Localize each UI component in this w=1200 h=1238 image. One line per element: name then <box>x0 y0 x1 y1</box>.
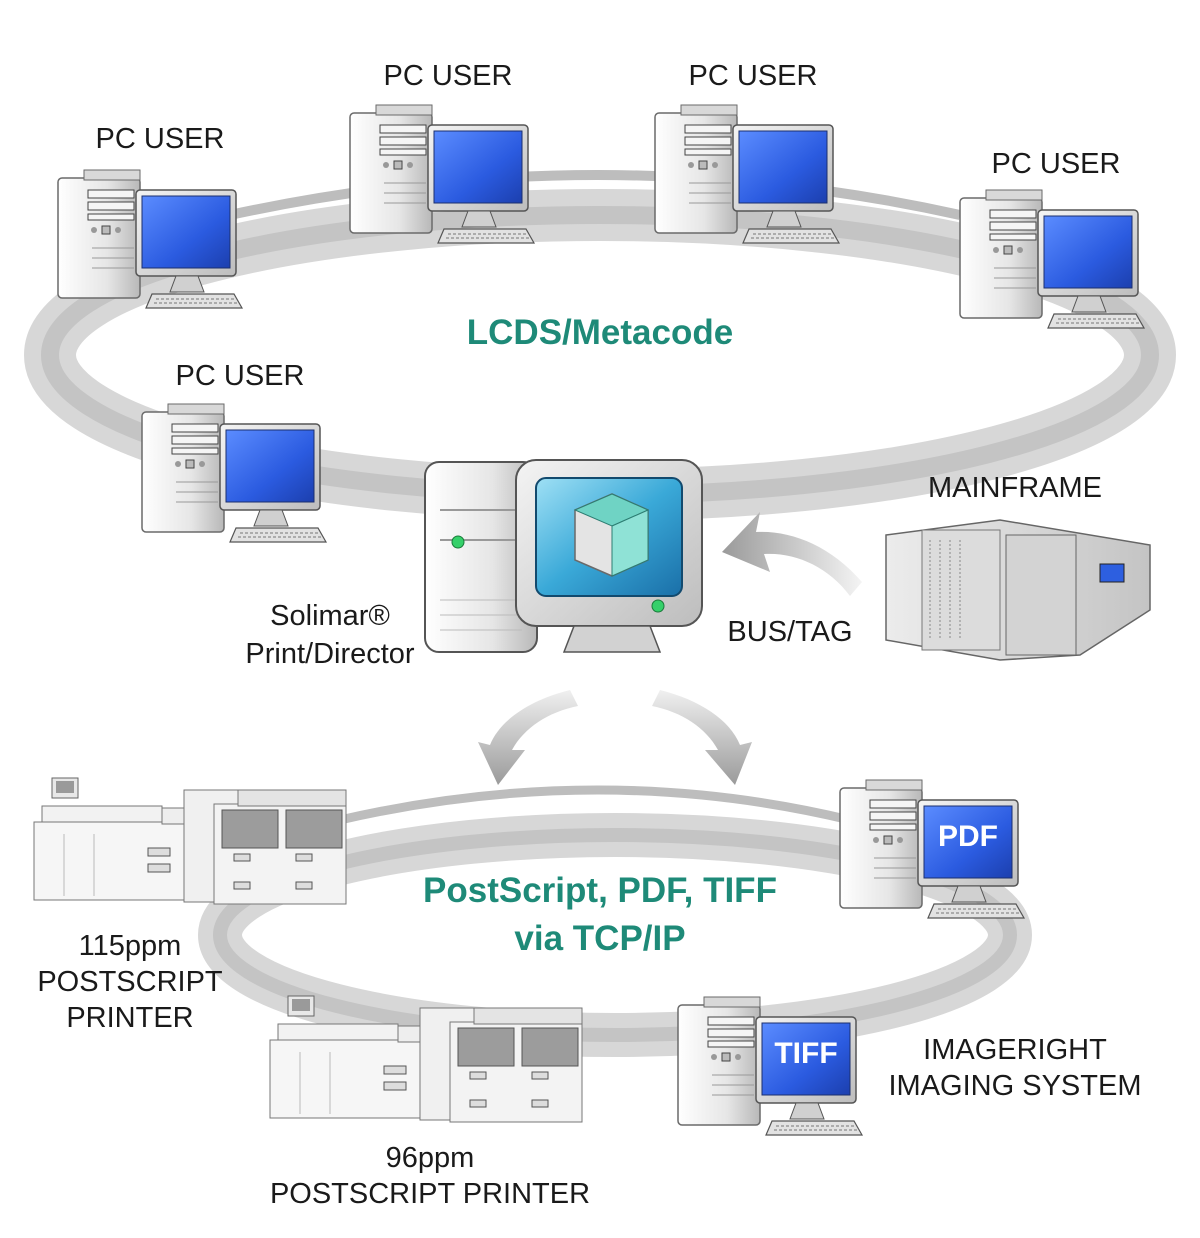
bus-tag-label: BUS/TAG <box>727 616 853 648</box>
pc-user-label: PC USER <box>383 60 513 92</box>
pc-user-label: PC USER <box>175 360 305 392</box>
network-label-tcpip-line1: PostScript, PDF, TIFF <box>423 871 777 910</box>
printer-115-label-line2: POSTSCRIPT <box>37 966 223 998</box>
pdf-screen-label: PDF <box>938 820 998 853</box>
network-label-lcds: LCDS/Metacode <box>466 313 734 352</box>
arrow-icon <box>722 512 862 596</box>
printer-115-label-line1: 115ppm <box>78 930 182 962</box>
pc-user-label: PC USER <box>95 123 225 155</box>
server-icon[interactable] <box>424 459 703 653</box>
tcpip-backbone <box>338 785 852 825</box>
lcds-backbone <box>228 170 962 220</box>
arrow-icon <box>478 690 578 785</box>
server-label-line2: Print/Director <box>245 638 415 670</box>
printer-115-label-line3: PRINTER <box>66 1002 194 1034</box>
network-label-tcpip-line2: via TCP/IP <box>514 919 686 958</box>
pc-icon[interactable] <box>141 403 327 543</box>
printer-96-label-line1: 96ppm <box>385 1142 475 1174</box>
imaging-label-line1: IMAGERIGHT <box>923 1034 1107 1066</box>
pc-user-label: PC USER <box>991 148 1121 180</box>
tcpip-ring <box>198 813 1032 1057</box>
mainframe-icon[interactable] <box>885 519 1151 661</box>
pc-user-label: PC USER <box>688 60 818 92</box>
arrow-icon <box>652 690 752 785</box>
printer-icon[interactable] <box>33 777 347 905</box>
mainframe-label: MAINFRAME <box>928 472 1102 504</box>
tiff-screen-label: TIFF <box>774 1037 838 1070</box>
server-label-line1: Solimar® <box>270 600 390 632</box>
imaging-label-line2: IMAGING SYSTEM <box>888 1070 1142 1102</box>
printer-96-label-line2: POSTSCRIPT PRINTER <box>269 1178 591 1210</box>
